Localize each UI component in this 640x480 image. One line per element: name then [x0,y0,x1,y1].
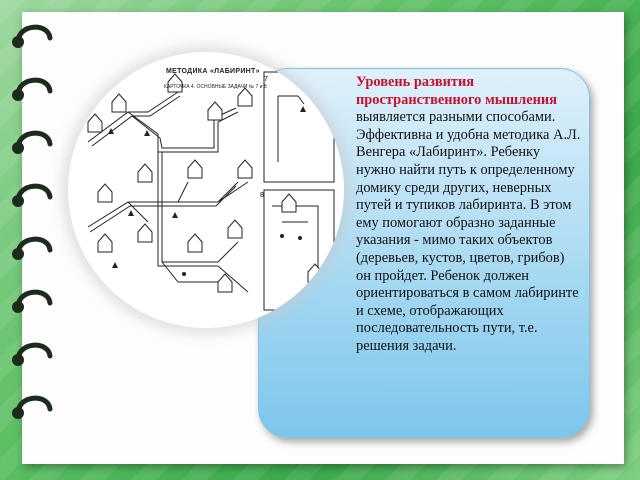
binder-ring-icon [12,289,53,313]
binder-ring-icon [12,183,53,207]
highlight-text: Уровень развития пространственного мышле… [356,74,557,108]
binder-ring-icon [12,236,53,260]
binder-ring-icon [12,24,53,48]
labyrinth-drawing [87,71,335,311]
binder-ring-icon [12,77,53,101]
body-text: выявляется разными способами. Эффективна… [356,109,581,354]
binder-ring-icon [12,342,53,366]
task-number-7: 7 [264,76,268,83]
binder-ring-icon [12,130,53,154]
labyrinth-title: МЕТОДИКА «ЛАБИРИНТ» [166,68,260,75]
task-number-8: 8 [260,192,264,199]
labyrinth-image: МЕТОДИКА «ЛАБИРИНТ» КАРТОЧКА 4. ОСНОВНЫЕ… [68,52,344,328]
binder-rings [0,0,60,480]
labyrinth-subtitle: КАРТОЧКА 4. ОСНОВНЫЕ ЗАДАЧИ № 7 и 8 [164,84,267,90]
binder-ring-icon [12,395,53,419]
slide-text: Уровень развития пространственного мышле… [356,74,582,356]
